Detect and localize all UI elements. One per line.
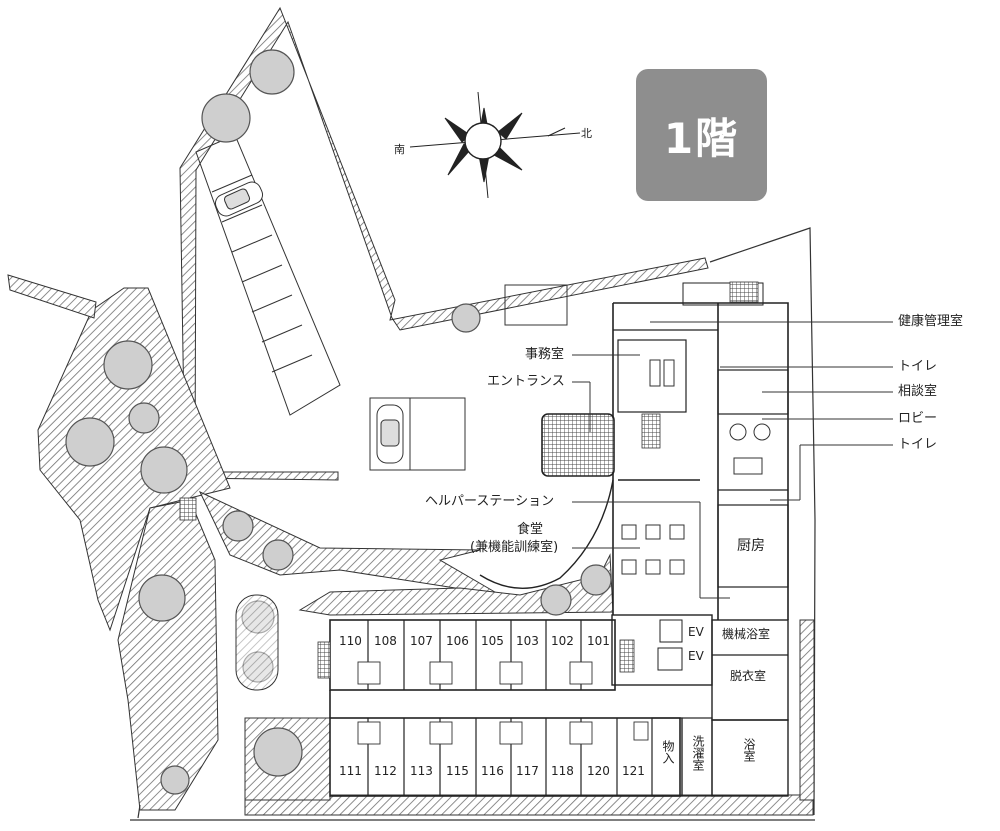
floor-badge: 1階 [636,69,767,201]
label-machine-bath: 機械浴室 [722,627,771,641]
label-office: 事務室 [525,347,565,362]
label-kitchen: 厨房 [737,538,765,554]
label-elevator-1: EV [688,625,704,639]
room-fixtures [357,661,649,745]
room-number: 118 [551,764,574,778]
label-dining: 食堂 [517,522,544,537]
stairs [179,281,759,679]
label-helper-station: ヘルパーステーション [425,494,555,509]
label-dressing-room: 脱衣室 [730,669,767,683]
room-number: 117 [516,764,539,778]
room-number: 106 [446,634,469,648]
compass-icon [409,91,581,199]
room-number: 105 [481,634,504,648]
label-laundry: 洗濯室 [691,735,705,771]
planter [235,594,279,691]
room-number: 121 [622,764,645,778]
room-number: 111 [339,764,362,778]
car-icon [214,181,264,217]
car-icon [376,404,404,464]
label-lobby: ロビー [898,411,938,426]
label-dining-sub: (兼機能訓練室) [470,540,559,555]
label-elevator-2: EV [688,649,704,663]
room-number: 113 [410,764,433,778]
label-toilet-2: トイレ [898,437,938,452]
label-bath: 浴室 [742,738,756,762]
room-number: 120 [587,764,610,778]
room-number: 112 [374,764,397,778]
room-number: 110 [339,634,362,648]
label-entrance: エントランス [487,374,565,389]
room-number: 103 [516,634,539,648]
site-boundary [7,6,815,816]
dining-tables [621,359,771,575]
room-number: 102 [551,634,574,648]
room-number: 107 [410,634,433,648]
site-lines [130,227,816,821]
leader-lines [572,321,893,599]
compass-north-label: 北 [581,127,592,140]
label-toilet-1: トイレ [898,359,938,374]
label-consult-room: 相談室 [898,384,938,399]
room-number: 108 [374,634,397,648]
room-number: 116 [481,764,504,778]
room-number: 101 [587,634,610,648]
room-number: 115 [446,764,469,778]
label-health-room: 健康管理室 [898,314,964,329]
label-storage: 物入 [661,740,675,764]
compass-south-label: 南 [394,143,405,156]
